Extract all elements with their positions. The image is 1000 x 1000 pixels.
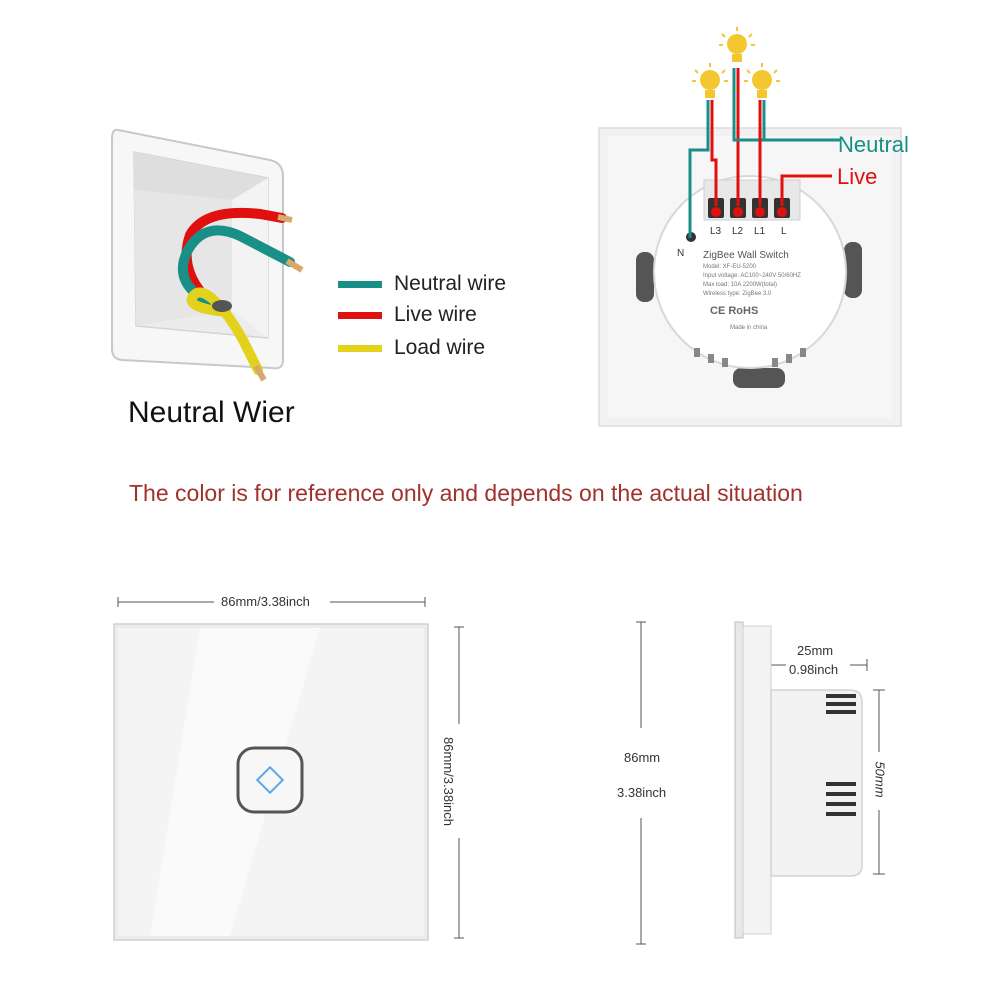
legend-label: Neutral wire	[394, 272, 507, 295]
side-height-inch: 3.38inch	[617, 785, 667, 800]
terminal-label-l1: L1	[754, 226, 766, 237]
terminal-label-n: N	[677, 248, 685, 259]
live-swatch	[338, 311, 382, 319]
spec-line: Max load: 10A 2200W(total)	[703, 282, 778, 288]
box-height-label: 50mm	[872, 761, 888, 798]
terminal-label-l3: L3	[710, 226, 722, 237]
legend-label: Live wire	[394, 303, 477, 326]
legend-label: Load wire	[394, 336, 486, 359]
spec-line: Input voltage: AC100~240V 50/60HZ	[703, 273, 801, 279]
certification-marks: CE RoHS	[710, 305, 759, 317]
depth-mm: 25mm	[797, 643, 834, 658]
bulb-icon	[744, 63, 780, 98]
module-title: ZigBee Wall Switch	[703, 250, 789, 261]
callout-neutral: Neutral	[838, 132, 909, 157]
legend-item-live: Live wire	[338, 300, 477, 330]
front-width-label: 86mm/3.38inch	[221, 594, 310, 609]
wiring-caption: Neutral Wier	[128, 396, 295, 429]
bulb-icon	[692, 63, 728, 98]
legend-item-neutral: Neutral wire	[338, 269, 506, 299]
depth-inch: 0.98inch	[789, 662, 839, 677]
callout-live: Live	[837, 164, 878, 189]
spec-line: Model: XF-EU-5200	[703, 264, 757, 270]
side-height-mm: 86mm	[624, 750, 661, 765]
load-swatch	[338, 344, 382, 352]
terminal-label-l2: L2	[732, 226, 744, 237]
reference-note: The color is for reference only and depe…	[129, 480, 803, 506]
terminal-label-l: L	[781, 226, 787, 237]
spec-line: Wireless type: ZigBee 3.0	[703, 291, 772, 297]
neutral-swatch	[338, 280, 382, 288]
legend-item-load: Load wire	[338, 333, 485, 363]
bulb-icon	[719, 27, 755, 62]
made-in-label: Made in china	[730, 325, 768, 331]
